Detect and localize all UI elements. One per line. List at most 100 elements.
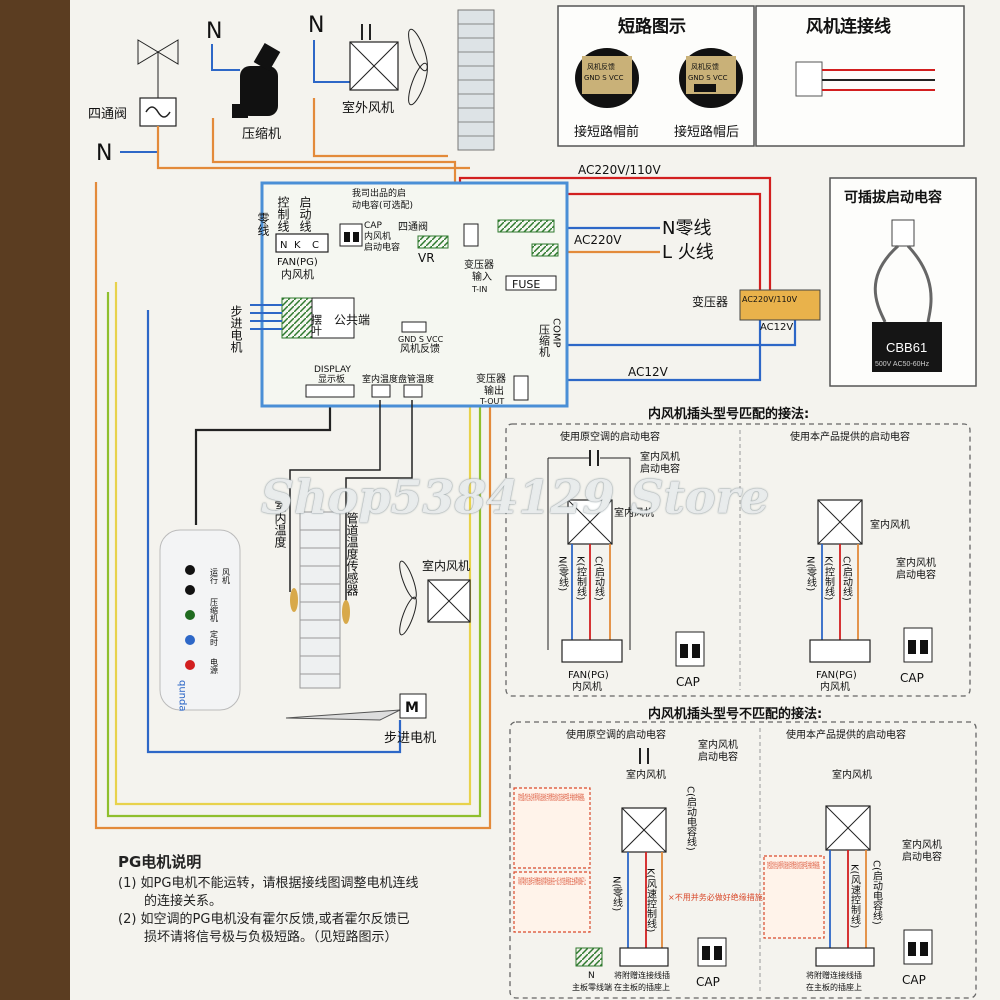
neutral-label-3: N <box>308 13 324 38</box>
pg-motor-notes: PG电机说明 (1) 如PG电机不能运转，请根据接线图调整电机连线 的连接关系。… <box>118 853 518 947</box>
svg-text:使用原空调的启动电容: 使用原空调的启动电容 <box>560 430 660 443</box>
svg-text:运行: 运行 <box>210 568 219 585</box>
svg-text:室内风机: 室内风机 <box>870 518 910 531</box>
svg-text:室内风机: 室内风机 <box>832 768 872 781</box>
svg-text:GND S VCC: GND S VCC <box>584 74 624 82</box>
svg-text:COMP: COMP <box>551 318 562 348</box>
svg-text:风机反馈: 风机反馈 <box>587 62 615 71</box>
svg-text:N: N <box>588 971 595 981</box>
match-title: 内风机插头型号匹配的接法: <box>648 406 809 422</box>
compressor-group: N 压缩机 <box>206 19 281 142</box>
svg-text:内风机: 内风机 <box>820 680 850 693</box>
svg-text:室内风机: 室内风机 <box>626 768 666 781</box>
svg-text:变压器: 变压器 <box>464 258 494 271</box>
svg-text:压缩机: 压缩机 <box>210 598 219 623</box>
svg-text:C: C <box>312 240 319 251</box>
svg-text:CAP: CAP <box>676 675 700 689</box>
svg-text:K(风速控制线): K(风速控制线) <box>849 864 861 928</box>
svg-text:使用本产品提供的启动电容: 使用本产品提供的启动电容 <box>790 430 910 443</box>
room-sensor-label: 室内温度 <box>273 499 287 548</box>
svg-text:GND S VCC: GND S VCC <box>688 74 728 82</box>
svg-text:显示板: 显示板 <box>318 373 345 385</box>
svg-text:定时: 定时 <box>210 629 219 646</box>
svg-text:T-OUT: T-OUT <box>479 397 504 406</box>
svg-text:启动电容: 启动电容 <box>896 568 936 581</box>
svg-text:内风机: 内风机 <box>281 267 314 281</box>
notes-line-1: (1) 如PG电机不能运转，请根据接线图调整电机连线 <box>118 876 419 891</box>
svg-text:内风机: 内风机 <box>572 680 602 693</box>
display-brand: qunda <box>177 680 188 712</box>
svg-text:室内风机: 室内风机 <box>640 450 680 463</box>
outdoor-fan-label: 室外风机 <box>342 100 394 116</box>
plug-cap-panel: 可插拔启动电容 CBB61 500V AC50-60Hz <box>829 177 977 387</box>
svg-text:VR: VR <box>418 251 435 265</box>
svg-text:使用本产品提供的启动电容: 使用本产品提供的启动电容 <box>786 728 906 741</box>
svg-text:FUSE: FUSE <box>512 278 540 291</box>
notes-line-2: 的连接关系。 <box>144 894 223 909</box>
l-line-label: L 火线 <box>662 242 714 263</box>
svg-text:输入: 输入 <box>472 270 492 283</box>
svg-text:四通阀: 四通阀 <box>398 220 428 233</box>
svg-text:内风机: 内风机 <box>364 230 391 242</box>
cap-model: CBB61 <box>886 340 927 355</box>
svg-text:盘管温度: 盘管温度 <box>398 373 434 385</box>
transformer-output-socket <box>513 375 529 401</box>
transformer-icon <box>739 289 821 321</box>
svg-text:零线: 零线 <box>256 212 270 236</box>
svg-text:步进电机: 步进电机 <box>229 305 243 353</box>
svg-text:启动线: 启动线 <box>298 196 312 232</box>
svg-text:AC220V: AC220V <box>574 233 622 247</box>
svg-text:室内风机: 室内风机 <box>614 506 654 519</box>
svg-text:DISPLAY: DISPLAY <box>314 365 351 375</box>
pipe-sensor-label: 管道温度传感器 <box>345 511 359 597</box>
svg-text:室内风机: 室内风机 <box>698 738 738 751</box>
svg-text:CAP: CAP <box>900 671 924 685</box>
svg-text:N(零线): N(零线) <box>611 876 623 911</box>
svg-text:CAP: CAP <box>902 973 926 987</box>
svg-text:室内风机: 室内风机 <box>896 556 936 569</box>
match-section: 内风机插头型号匹配的接法: 使用原空调的启动电容 使用本产品提供的启动电容 室内… <box>505 406 971 697</box>
svg-text:AC220V/110V: AC220V/110V <box>578 163 661 177</box>
compressor-label: 压缩机 <box>242 126 281 142</box>
svg-text:FAN(PG): FAN(PG) <box>277 257 318 268</box>
svg-text:在主板的插座上: 在主板的插座上 <box>806 982 862 992</box>
svg-text:N: N <box>280 240 287 251</box>
indoor-unit-group: qunda 运行 压缩机 风机 定时 电源 室内温度 管道温度传感器 室内风机 <box>159 400 471 746</box>
mismatch-section: 内风机插头型号不匹配的接法: 使用原空调的启动电容 使用本产品提供的启动电容 室… <box>509 706 977 999</box>
svg-text:主板零线端: 主板零线端 <box>572 982 612 992</box>
fan-connector-panel: 风机连接线 <box>755 5 965 147</box>
svg-text:CAP: CAP <box>696 975 720 989</box>
svg-text:AC12V: AC12V <box>628 365 669 379</box>
svg-text:启动电容: 启动电容 <box>364 241 400 253</box>
svg-text:FAN(PG): FAN(PG) <box>568 670 609 681</box>
box-edge <box>0 0 70 1000</box>
neutral-label-2: N <box>206 19 222 44</box>
cbb61-capacitor-icon <box>872 322 942 372</box>
notes-line-3: (2) 如空调的PG电机没有霍尔反馈,或者霍尔反馈已 <box>118 912 410 927</box>
svg-text:我司出品的启: 我司出品的启 <box>352 187 406 199</box>
after-cap-label: 接短路帽后 <box>674 124 739 140</box>
svg-text:使用原空调的启动电容: 使用原空调的启动电容 <box>566 728 666 741</box>
board-labels: 零线 控制线 启动线 N K C FAN(PG) 内风机 我司出品的启 动电容(… <box>229 187 562 406</box>
stepper-motor-icon <box>399 693 427 719</box>
svg-text:K: K <box>294 240 301 251</box>
svg-text:启动电容: 启动电容 <box>698 750 738 763</box>
svg-text:室内温度: 室内温度 <box>362 373 398 385</box>
svg-text:变压器: 变压器 <box>692 294 728 309</box>
svg-text:GND S VCC: GND S VCC <box>398 335 444 344</box>
svg-text:将附赠连接线插: 将附赠连接线插 <box>614 970 670 980</box>
svg-text:500V AC50-60Hz: 500V AC50-60Hz <box>875 361 930 368</box>
neutral-label-1: N <box>96 141 112 166</box>
svg-text:AC220V/110V: AC220V/110V <box>742 295 798 304</box>
short-circuit-panel: 短路图示 风机反馈 GND S VCC 风机反馈 GND S VCC 接短路帽前… <box>557 5 755 147</box>
svg-text:电源: 电源 <box>210 657 219 675</box>
svg-text:风机反馈: 风机反馈 <box>691 62 719 71</box>
svg-text:AC12V: AC12V <box>760 322 793 333</box>
pipe-sensor-icon <box>342 600 350 624</box>
svg-text:动电容(可选配): 动电容(可选配) <box>352 199 413 211</box>
svg-text:CAP: CAP <box>364 221 382 231</box>
svg-text:K(控制线): K(控制线) <box>823 556 835 600</box>
svg-text:C(启动电容线): C(启动电容线) <box>685 786 697 851</box>
